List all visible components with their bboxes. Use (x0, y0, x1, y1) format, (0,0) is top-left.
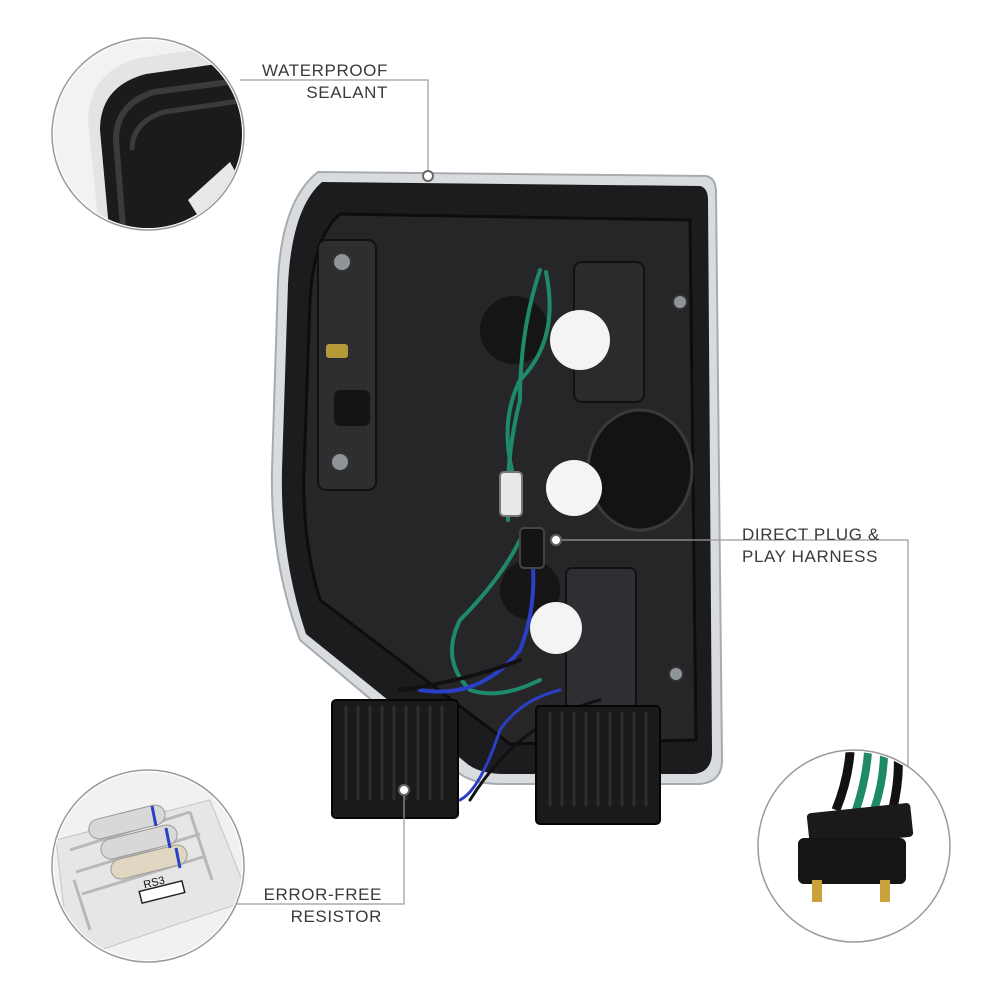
callout-line: DIRECT PLUG & (742, 525, 880, 544)
zoom-inset-sealant-icon (51, 37, 245, 231)
callout-label-error-free-resistor: ERROR-FREE RESISTOR (230, 884, 382, 928)
callout-marker (398, 784, 410, 796)
bulb-opening (530, 602, 582, 654)
bulb-opening (550, 310, 610, 370)
callout-marker (550, 534, 562, 546)
callout-label-plug-and-play-harness: DIRECT PLUG & PLAY HARNESS (742, 524, 894, 568)
zoom-inset-connector-icon (757, 749, 951, 943)
mount-stud (668, 666, 684, 682)
callout-leaders (230, 79, 909, 905)
callout-marker (422, 170, 434, 182)
left-mount-bracket (317, 239, 377, 491)
mount-stud (332, 252, 352, 272)
callout-label-waterproof-sealant: WATERPROOF SEALANT (240, 60, 388, 104)
resistor-marking: RS3 (142, 875, 166, 892)
brass-stud (326, 344, 348, 358)
callout-line: ERROR-FREE (263, 885, 382, 904)
zoom-inset-resistor-icon: RS3 (51, 769, 245, 963)
mount-stud (330, 452, 350, 472)
callout-line: WATERPROOF (262, 61, 388, 80)
wiring-harness (398, 268, 602, 802)
callout-line: PLAY HARNESS (742, 547, 879, 566)
mount-stud (672, 294, 688, 310)
callout-line: SEALANT (306, 83, 388, 102)
callout-line: RESISTOR (290, 907, 382, 926)
resistor-module-left (331, 699, 459, 819)
bulb-opening (546, 460, 602, 516)
resistor-module-right (535, 705, 661, 825)
